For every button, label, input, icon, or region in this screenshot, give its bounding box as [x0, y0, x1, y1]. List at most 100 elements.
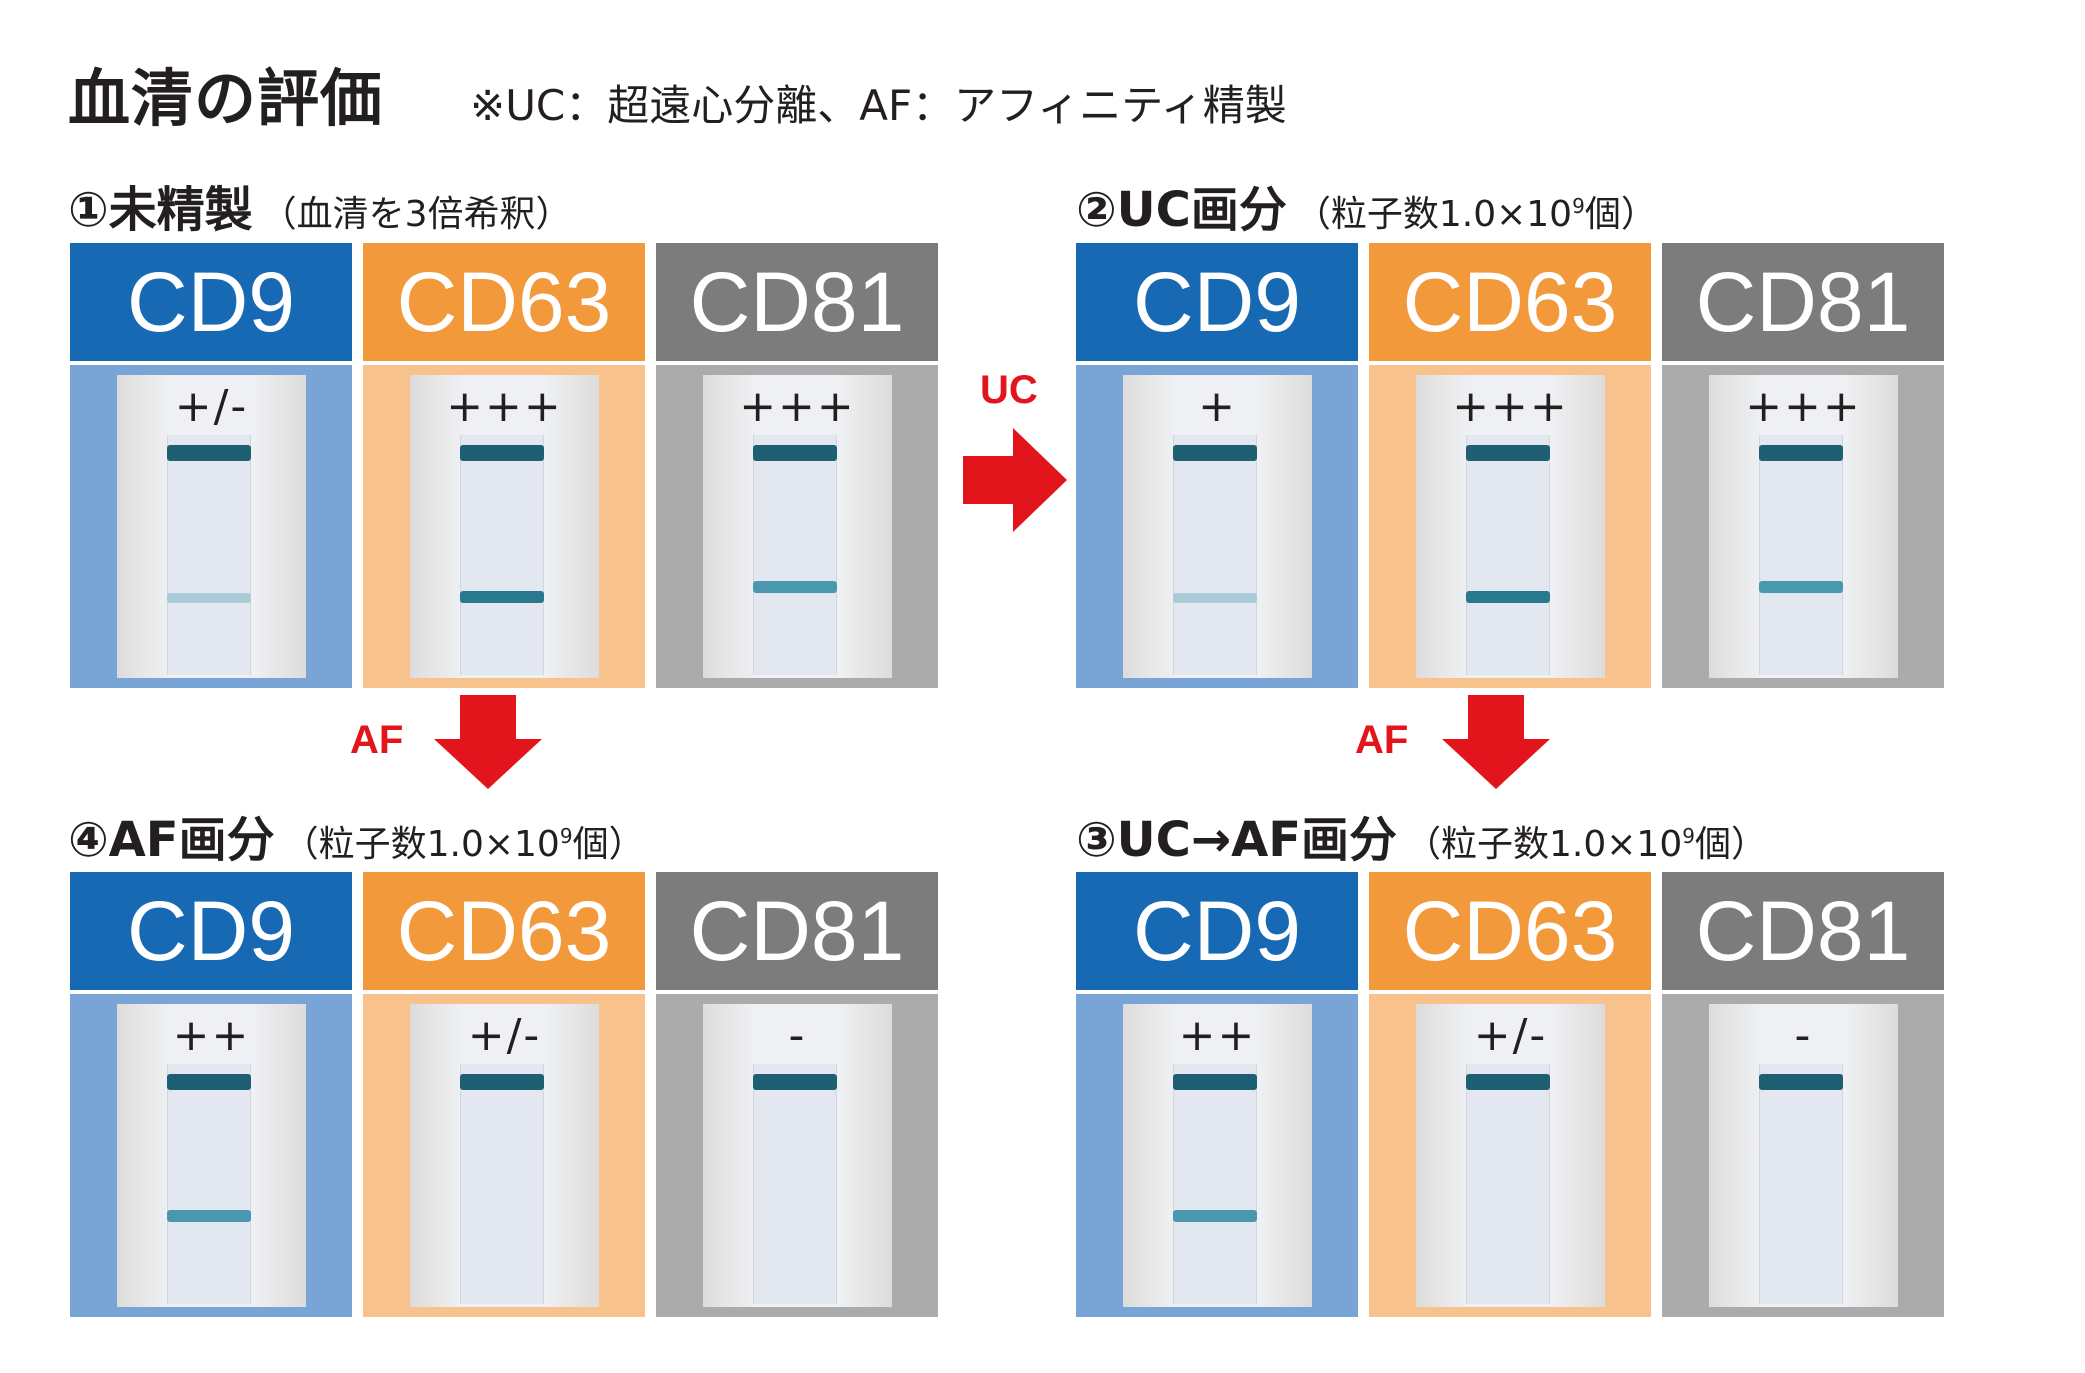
reaction-score: +++ [1452, 381, 1569, 432]
down-arrow-icon [1442, 695, 1550, 789]
control-line [753, 445, 837, 461]
test-strip: +++ [1709, 375, 1898, 678]
down-arrow-icon [434, 695, 542, 789]
strip-window [1466, 435, 1550, 675]
strip-column-cd63: CD63 +++ [1369, 243, 1651, 688]
marker-header: CD9 [1076, 872, 1358, 990]
strip-background: + [1076, 365, 1358, 688]
strip-background: ++ [70, 994, 352, 1317]
reaction-score: - [788, 1010, 807, 1061]
abbreviation-note: ※UC：超遠心分離、AF：アフィニティ精製 [470, 81, 1287, 130]
section-heading-af-fraction: ④AF画分（粒子数1.0×109個） [68, 812, 645, 868]
test-line [753, 581, 837, 593]
strip-window [1759, 435, 1843, 675]
reaction-score: +++ [739, 381, 856, 432]
strip-window [753, 1064, 837, 1304]
marker-header: CD9 [70, 872, 352, 990]
panel-uc-af-fraction: CD9 ++ CD63 +/- CD81 - [1076, 872, 1946, 1317]
strip-window [1759, 1064, 1843, 1304]
strip-column-cd63: CD63 +/- [363, 872, 645, 1317]
strip-background: +++ [1662, 365, 1944, 688]
marker-header: CD63 [1369, 243, 1651, 361]
test-strip: + [1123, 375, 1312, 678]
af-arrow-label-right: AF [1355, 718, 1409, 762]
strip-column-cd81: CD81 +++ [1662, 243, 1944, 688]
control-line [1466, 445, 1550, 461]
strip-column-cd9: CD9 + [1076, 243, 1358, 688]
strip-column-cd81: CD81 +++ [656, 243, 938, 688]
reaction-score: - [1794, 1010, 1813, 1061]
reaction-score: +/- [174, 381, 249, 432]
test-line [1173, 1210, 1257, 1222]
control-line [167, 1074, 251, 1090]
control-line [1466, 1074, 1550, 1090]
test-strip: +++ [703, 375, 892, 678]
strip-window [167, 435, 251, 675]
strip-background: +/- [1369, 994, 1651, 1317]
control-line [1759, 1074, 1843, 1090]
marker-header: CD81 [656, 243, 938, 361]
strip-background: +/- [70, 365, 352, 688]
test-strip: ++ [1123, 1004, 1312, 1307]
strip-background: - [656, 994, 938, 1317]
test-line [167, 593, 251, 603]
strip-background: ++ [1076, 994, 1358, 1317]
marker-header: CD81 [1662, 872, 1944, 990]
strip-column-cd81: CD81 - [656, 872, 938, 1317]
section-heading-uc-af-fraction: ③UC→AF画分（粒子数1.0×109個） [1076, 812, 1767, 868]
strip-column-cd9: CD9 ++ [1076, 872, 1358, 1317]
right-arrow-icon [963, 428, 1067, 532]
page-title: 血清の評価 [68, 62, 384, 135]
reaction-score: +/- [467, 1010, 542, 1061]
reaction-score: +/- [1473, 1010, 1548, 1061]
test-strip: +/- [117, 375, 306, 678]
strip-window [1173, 435, 1257, 675]
test-strip: +/- [410, 1004, 599, 1307]
control-line [753, 1074, 837, 1090]
marker-header: CD63 [363, 872, 645, 990]
marker-header: CD63 [1369, 872, 1651, 990]
strip-background: +/- [363, 994, 645, 1317]
marker-header: CD81 [656, 872, 938, 990]
uc-arrow-label: UC [980, 368, 1038, 412]
strip-window [1466, 1064, 1550, 1304]
control-line [1173, 1074, 1257, 1090]
strip-column-cd63: CD63 +++ [363, 243, 645, 688]
reaction-score: +++ [446, 381, 563, 432]
test-line [1173, 593, 1257, 603]
control-line [460, 1074, 544, 1090]
test-strip: - [703, 1004, 892, 1307]
marker-header: CD9 [1076, 243, 1358, 361]
test-line [460, 591, 544, 603]
strip-background: +++ [1369, 365, 1651, 688]
af-arrow-label-left: AF [350, 718, 404, 762]
strip-window [167, 1064, 251, 1304]
control-line [1173, 445, 1257, 461]
reaction-score: +++ [1745, 381, 1862, 432]
control-line [167, 445, 251, 461]
strip-background: - [1662, 994, 1944, 1317]
control-line [1759, 445, 1843, 461]
strip-column-cd81: CD81 - [1662, 872, 1944, 1317]
test-strip: +/- [1416, 1004, 1605, 1307]
strip-background: +++ [656, 365, 938, 688]
reaction-score: ++ [172, 1010, 251, 1061]
test-strip: ++ [117, 1004, 306, 1307]
reaction-score: ++ [1178, 1010, 1257, 1061]
section-heading-uc-fraction: ②UC画分（粒子数1.0×109個） [1076, 182, 1657, 238]
test-strip: +++ [410, 375, 599, 678]
test-line [1466, 591, 1550, 603]
marker-header: CD81 [1662, 243, 1944, 361]
strip-window [460, 435, 544, 675]
strip-column-cd9: CD9 +/- [70, 243, 352, 688]
test-line [1759, 581, 1843, 593]
marker-header: CD63 [363, 243, 645, 361]
strip-background: +++ [363, 365, 645, 688]
strip-column-cd9: CD9 ++ [70, 872, 352, 1317]
strip-window [460, 1064, 544, 1304]
section-heading-unpurified: ①未精製（血清を3倍希釈） [68, 182, 572, 238]
strip-window [753, 435, 837, 675]
marker-header: CD9 [70, 243, 352, 361]
strip-window [1173, 1064, 1257, 1304]
test-line [167, 1210, 251, 1222]
